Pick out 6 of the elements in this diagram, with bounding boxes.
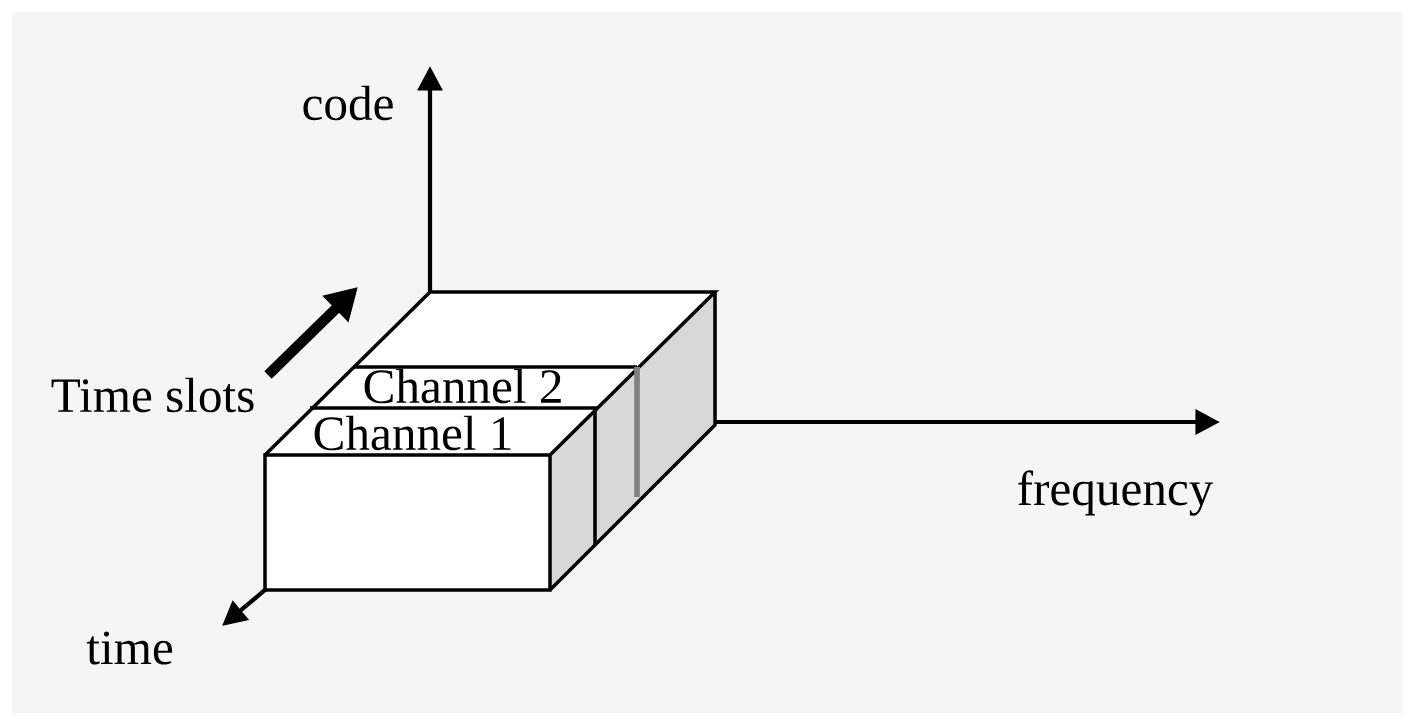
- channel-label: Channel 1: [314, 415, 511, 451]
- axis-label: code: [303, 85, 393, 121]
- direction-label: Time slots: [51, 377, 254, 413]
- axis-label: time: [86, 631, 173, 665]
- axis-label: frequency: [1018, 470, 1214, 516]
- channel-label: Channel 2: [364, 368, 561, 404]
